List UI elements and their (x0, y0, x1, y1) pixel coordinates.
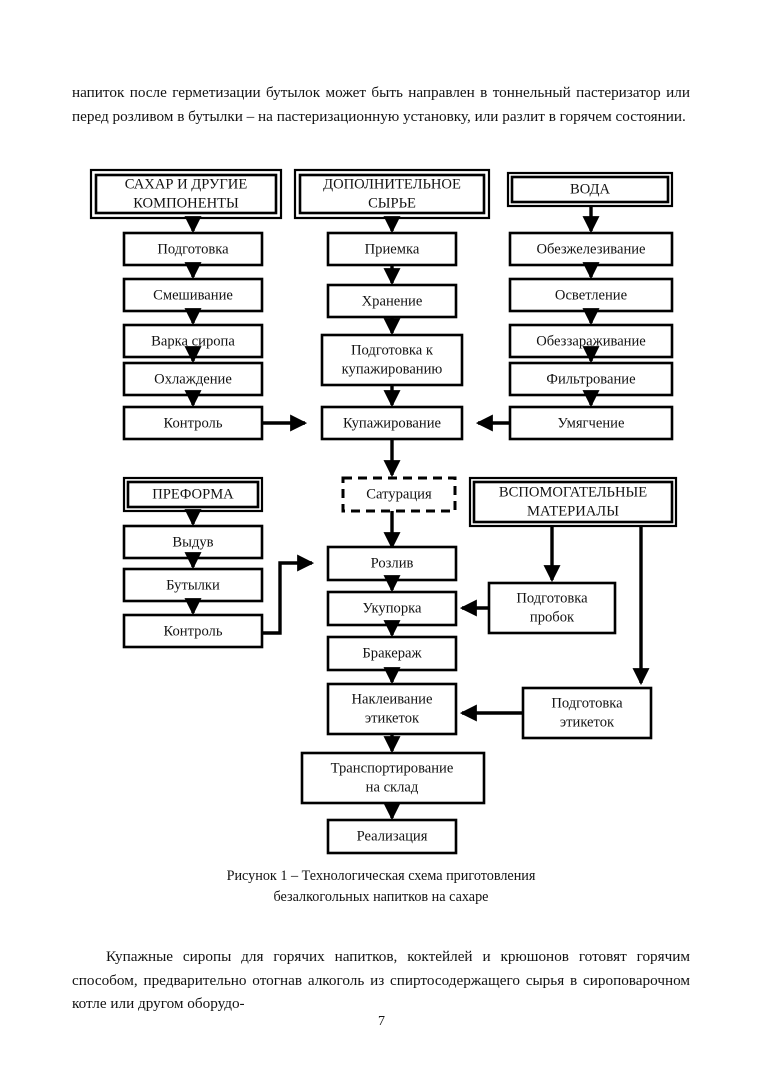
header-additional-raw: ДОПОЛНИТЕЛЬНОЕ СЫРЬЕ (293, 168, 491, 220)
box-realizaciya: Реализация (357, 828, 428, 844)
box-probok-line2: пробок (530, 609, 575, 625)
box-transportirovanie-line2: на склад (366, 779, 419, 795)
box-umyagchenie: Умягчение (558, 415, 625, 431)
header-aux-line1: ВСПОМОГАТЕЛЬНЫЕ (499, 484, 647, 500)
box-obezzhelezivanie: Обезжелезивание (536, 241, 645, 257)
box-filtrovanie: Фильтрование (546, 371, 635, 387)
water-branch: Обезжелезивание Осветление Обеззараживан… (508, 231, 674, 441)
header-raw-line2: СЫРЬЕ (368, 195, 416, 211)
box-nakleivanie-line2: этикеток (365, 710, 420, 726)
box-ukuporka: Укупорка (363, 600, 423, 616)
box-brakerazh: Бракераж (362, 645, 422, 661)
header-water: ВОДА (506, 171, 674, 208)
figure-caption-line2: безалкогольных напитков на сахаре (273, 889, 489, 905)
header-sugar: САХАР И ДРУГИЕ КОМПОНЕНТЫ (89, 168, 283, 220)
box-nakleivanie-line1: Наклеивание (352, 691, 433, 707)
preform-branch-arrows (184, 509, 315, 635)
preform-branch: Выдув Бутылки Контроль (122, 524, 264, 649)
box-probok-line1: Подготовка (516, 590, 588, 606)
header-sugar-line2: КОМПОНЕНТЫ (133, 195, 239, 211)
box-rozliv: Розлив (371, 555, 414, 571)
box-kontrol-preform: Контроль (163, 623, 222, 639)
box-butylki: Бутылки (166, 577, 220, 593)
main-production-line: Розлив Укупорка Бракераж Наклеивание эти… (300, 545, 486, 855)
paragraph-top: напиток после герметизации бутылок может… (72, 84, 690, 125)
box-kontrol-sugar: Контроль (163, 415, 222, 431)
box-saturaciya-label: Сатурация (366, 486, 432, 502)
box-podgotovka: Подготовка (157, 241, 229, 257)
box-etiketok-line2: этикеток (560, 714, 615, 730)
box-obezzarazhivanie: Обеззараживание (536, 333, 646, 349)
header-sugar-line1: САХАР И ДРУГИЕ (125, 176, 248, 192)
flowchart-svg: САХАР И ДРУГИЕ КОМПОНЕНТЫ ДОПОЛНИТЕЛЬНОЕ… (89, 168, 678, 855)
box-vyduv: Выдув (172, 534, 213, 550)
header-preform-label: ПРЕФОРМА (152, 486, 234, 502)
paragraph-bottom: Купажные сиропы для горячих напитков, ко… (72, 948, 690, 1013)
box-varka-siropa: Варка сиропа (151, 333, 235, 349)
raw-branch: Приемка Хранение Подготовка к купажирова… (320, 231, 464, 387)
header-preform: ПРЕФОРМА (122, 476, 264, 513)
box-kupazhirovanie: Купажирование (320, 405, 464, 441)
sugar-branch: Подготовка Смешивание Варка сиропа Охлаж… (122, 231, 264, 441)
header-aux-line2: МАТЕРИАЛЫ (527, 503, 619, 519)
box-osvetlenie: Осветление (555, 287, 627, 303)
sugar-branch-arrows (184, 216, 308, 432)
box-podgotovka-probok: Подготовка пробок (459, 526, 617, 635)
box-etiketok-line1: Подготовка (551, 695, 623, 711)
header-raw-line1: ДОПОЛНИТЕЛЬНОЕ (323, 176, 461, 192)
technology-flowchart-figure: САХАР И ДРУГИЕ КОМПОНЕНТЫ ДОПОЛНИТЕЛЬНОЕ… (0, 155, 763, 860)
box-podgotovka-k-kupazh-line2: купажированию (342, 361, 443, 377)
page-number: 7 (378, 1014, 385, 1029)
box-hranenie: Хранение (362, 293, 423, 309)
box-transportirovanie-line1: Транспортирование (331, 760, 454, 776)
box-smeshivanie: Смешивание (153, 287, 233, 303)
box-priemka: Приемка (365, 241, 420, 257)
box-saturaciya: Сатурация (341, 439, 457, 550)
header-auxiliary-materials: ВСПОМОГАТЕЛЬНЫЕ МАТЕРИАЛЫ (468, 476, 678, 528)
header-water-label: ВОДА (570, 181, 611, 197)
water-branch-arrows (475, 206, 600, 432)
box-ohlazhdenie: Охлаждение (154, 371, 232, 387)
box-kupazhirovanie-label: Купажирование (343, 415, 441, 431)
figure-caption-line1: Рисунок 1 – Технологическая схема пригот… (226, 868, 536, 884)
box-podgotovka-k-kupazh-line1: Подготовка к (351, 342, 434, 358)
box-podgotovka-etiketok: Подготовка этикеток (459, 526, 653, 740)
figure-caption: Рисунок 1 – Технологическая схема пригот… (72, 866, 690, 908)
